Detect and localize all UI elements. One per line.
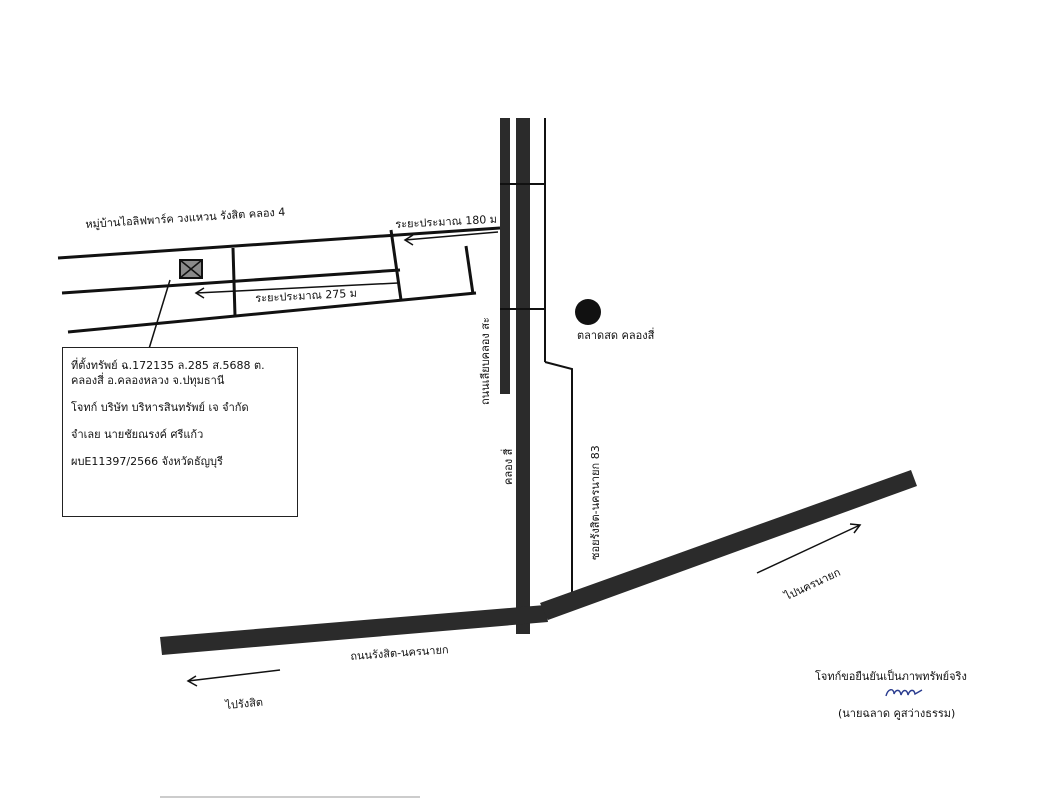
case-number-line: ผบE11397/2566 จังหวัดธัญบุรี [71,455,223,468]
main-road-west [160,605,548,655]
main-road-east [540,470,917,620]
certification-statement: โจทก์ขอยืนยันเป็นภาพทรัพย์จริง [815,670,967,683]
plaintiff-line: โจทก์ บริษัท บริหารสินทรัพย์ เจ จำกัด [71,401,249,414]
village-cross-road-3 [464,245,475,295]
defendant-line: จำเลย นายชัยณรงค์ ศรีแก้ว [71,428,204,441]
arrow-180m [403,231,499,246]
village-cross-road-1 [231,247,237,317]
property-location-line: คลองสี่ อ.คลองหลวง จ.ปทุมธานี [71,374,225,387]
property-marker [179,259,203,279]
canal-road-left [500,118,510,394]
to-rangsit-label: ไปรังสิต [224,695,264,712]
soi-label: ซอยรังสิต-นครนายก 83 [589,445,602,560]
market-marker [575,299,601,325]
canal-label: คลอง สี่ [502,448,515,485]
soi-83 [544,361,573,594]
property-leader-line [147,279,171,353]
arrow-to-nakhon-nayok [756,523,862,574]
canal-road-label: ถนนเลียบคลอง สะ [479,317,492,405]
village-road-bottom [67,291,477,334]
village-road-mid [61,268,401,295]
market-label: ตลาดสด คลองสี่ [577,329,655,342]
signature [885,689,923,697]
certification-name: (นายฉลาด คูสว่างธรรม) [838,707,956,720]
village-cross-road-2 [389,229,403,301]
village-road-top [57,226,501,260]
canal [516,118,530,634]
property-deed-line: ที่ตั้งทรัพย์ ฉ.172135 ล.285 ส.5688 ต. [71,359,265,372]
arrow-to-rangsit [186,669,281,687]
arrow-275m [194,282,399,299]
property-info-box: ที่ตั้งทรัพย์ ฉ.172135 ล.285 ส.5688 ต. ค… [62,347,298,517]
